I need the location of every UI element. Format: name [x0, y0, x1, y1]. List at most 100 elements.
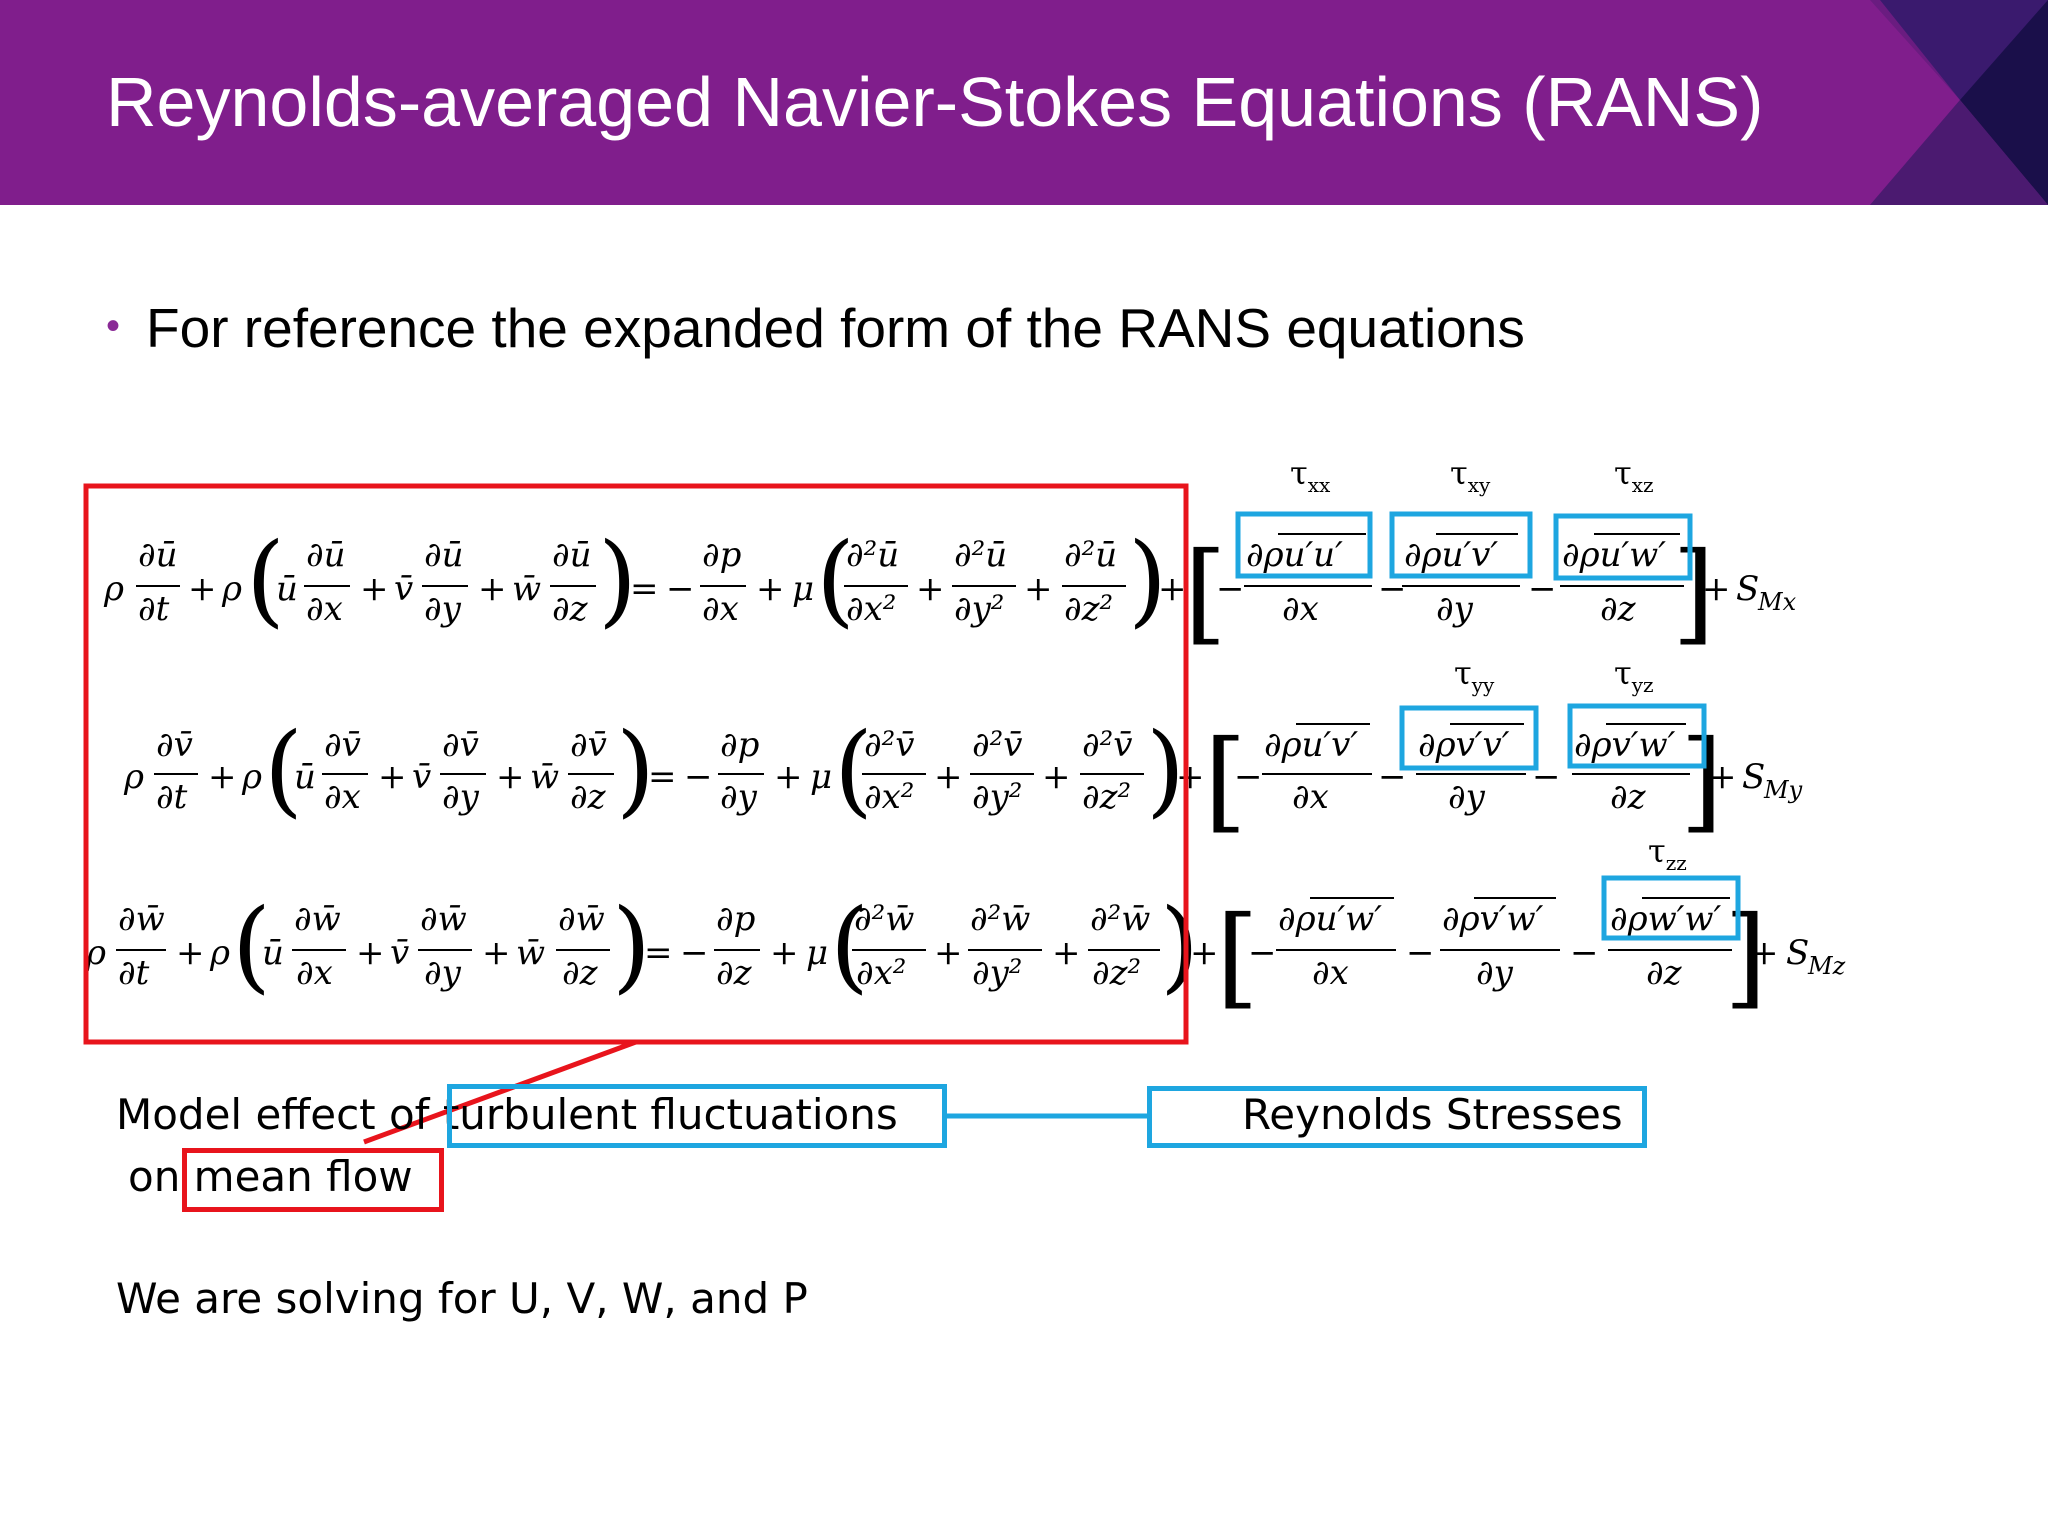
svg-text:μ: μ	[792, 569, 814, 609]
svg-text:S: S	[1786, 933, 1809, 973]
svg-text:+: +	[1176, 757, 1205, 797]
svg-text:w̄: w̄	[530, 757, 559, 797]
svg-text:+: +	[496, 757, 525, 797]
svg-text:∂²ū: ∂²ū	[1064, 535, 1117, 575]
svg-text:+: +	[478, 569, 507, 609]
svg-text:]: ]	[1672, 528, 1715, 656]
reynolds-stress-box-yz	[1567, 703, 1707, 769]
svg-text:+: +	[1750, 933, 1779, 973]
svg-text:−: −	[680, 933, 709, 973]
svg-text:=: =	[648, 757, 677, 797]
svg-text:[: [	[1216, 892, 1259, 1020]
svg-text:w̄: w̄	[512, 569, 541, 609]
svg-text:∂²w̄: ∂²w̄	[970, 899, 1030, 939]
svg-text:∂z: ∂z	[1610, 777, 1647, 817]
slide-title: Reynolds-averaged Navier-Stokes Equation…	[106, 63, 1764, 141]
svg-text:∂²v̄: ∂²v̄	[1082, 725, 1132, 765]
reynolds-stress-box-xy	[1389, 511, 1533, 579]
svg-text:∂x: ∂x	[1292, 777, 1329, 817]
svg-text:∂y: ∂y	[424, 953, 462, 993]
svg-text:ρ: ρ	[241, 757, 262, 797]
svg-text:ū: ū	[294, 757, 316, 797]
svg-text:∂ū: ∂ū	[552, 535, 591, 575]
svg-text:]: ]	[1724, 892, 1767, 1020]
svg-text:(: (	[816, 521, 855, 638]
svg-text:+: +	[774, 757, 803, 797]
svg-text:+: +	[378, 757, 407, 797]
svg-text:∂y: ∂y	[424, 589, 462, 629]
tau-xz-label: τxz	[1614, 454, 1654, 497]
reynolds-stress-box-xx	[1235, 511, 1373, 579]
svg-text:=: =	[644, 933, 673, 973]
svg-text:(: (	[834, 711, 873, 828]
svg-text:∂x²: ∂x²	[856, 953, 906, 993]
svg-text:ū: ū	[276, 569, 298, 609]
svg-text:∂²ū: ∂²ū	[846, 535, 899, 575]
svg-text:∂y²: ∂y²	[972, 777, 1022, 817]
svg-text:+: +	[188, 569, 217, 609]
reynolds-stress-box-xz	[1553, 513, 1693, 581]
svg-text:ū: ū	[262, 933, 284, 973]
svg-text:+: +	[1702, 569, 1731, 609]
svg-text:ρ: ρ	[221, 569, 242, 609]
svg-text:∂ρv′w′: ∂ρv′w′	[1574, 725, 1676, 765]
svg-text:+: +	[1042, 757, 1071, 797]
svg-text:−: −	[1234, 757, 1263, 797]
svg-text:∂x²: ∂x²	[846, 589, 896, 629]
corner-decoration-icon	[1870, 0, 2048, 205]
svg-text:∂²ū: ∂²ū	[954, 535, 1007, 575]
svg-text:+: +	[176, 933, 205, 973]
svg-text:∂z: ∂z	[1600, 589, 1637, 629]
reynolds-stresses-label: Reynolds Stresses	[1242, 1090, 1623, 1139]
svg-text:v̄: v̄	[412, 757, 431, 797]
svg-text:S: S	[1736, 569, 1759, 609]
tau-xx-label: τxx	[1290, 454, 1331, 497]
svg-text:+: +	[756, 569, 785, 609]
svg-text:): )	[612, 887, 651, 1004]
svg-text:∂y: ∂y	[442, 777, 480, 817]
svg-text:v̄: v̄	[390, 933, 409, 973]
svg-text:−: −	[1406, 933, 1435, 973]
svg-text:Mx: Mx	[1757, 588, 1797, 616]
svg-text:+: +	[916, 569, 945, 609]
svg-text:∂ū: ∂ū	[424, 535, 463, 575]
svg-text:(: (	[264, 711, 303, 828]
svg-text:+: +	[356, 933, 385, 973]
svg-text:∂x: ∂x	[306, 589, 343, 629]
svg-text:μ: μ	[810, 757, 832, 797]
svg-text:w̄: w̄	[516, 933, 545, 973]
svg-text:My: My	[1763, 776, 1803, 804]
svg-text:=: =	[630, 569, 659, 609]
svg-text:): )	[1128, 521, 1167, 638]
svg-text:∂x²: ∂x²	[864, 777, 914, 817]
svg-text:∂y: ∂y	[720, 777, 758, 817]
svg-text:∂y²: ∂y²	[972, 953, 1022, 993]
svg-text:+: +	[1024, 569, 1053, 609]
svg-text:∂w̄: ∂w̄	[558, 899, 605, 939]
svg-text:−: −	[1248, 933, 1277, 973]
svg-text:ρ: ρ	[103, 569, 124, 609]
svg-text:∂x: ∂x	[1312, 953, 1349, 993]
svg-text:+: +	[1708, 757, 1737, 797]
reynolds-stresses-box	[1147, 1086, 1647, 1148]
svg-text:∂p: ∂p	[716, 899, 755, 939]
svg-text:[: [	[1184, 528, 1227, 656]
svg-text:∂w̄: ∂w̄	[420, 899, 467, 939]
svg-text:∂ρu′v′: ∂ρu′v′	[1404, 535, 1498, 575]
model-effect-line1: Model effect of turbulent fluctuations	[116, 1090, 898, 1139]
svg-text:+: +	[360, 569, 389, 609]
svg-text:∂²w̄: ∂²w̄	[854, 899, 914, 939]
svg-text:∂p: ∂p	[702, 535, 741, 575]
equation-z-momentum: ρ ∂w̄∂t + ρ ( ū ∂w̄∂x + v̄ ∂w̄∂y + w̄ ∂w…	[85, 887, 1846, 1020]
svg-text:ρ: ρ	[85, 933, 106, 973]
svg-text:−: −	[666, 569, 695, 609]
svg-text:(: (	[830, 887, 869, 1004]
svg-text:∂²w̄: ∂²w̄	[1090, 899, 1150, 939]
svg-text:−: −	[684, 757, 713, 797]
svg-text:∂x: ∂x	[296, 953, 333, 993]
equation-x-momentum: ρ ∂ū∂t + ρ ( ū ∂ū∂x + v̄ ∂ū∂y + w̄ ∂ū∂z …	[103, 521, 1797, 656]
svg-text:∂x: ∂x	[702, 589, 739, 629]
svg-text:∂v̄: ∂v̄	[570, 725, 607, 765]
solving-for-text: We are solving for U, V, W, and P	[116, 1274, 808, 1323]
svg-text:∂ρu′v′: ∂ρu′v′	[1264, 725, 1358, 765]
